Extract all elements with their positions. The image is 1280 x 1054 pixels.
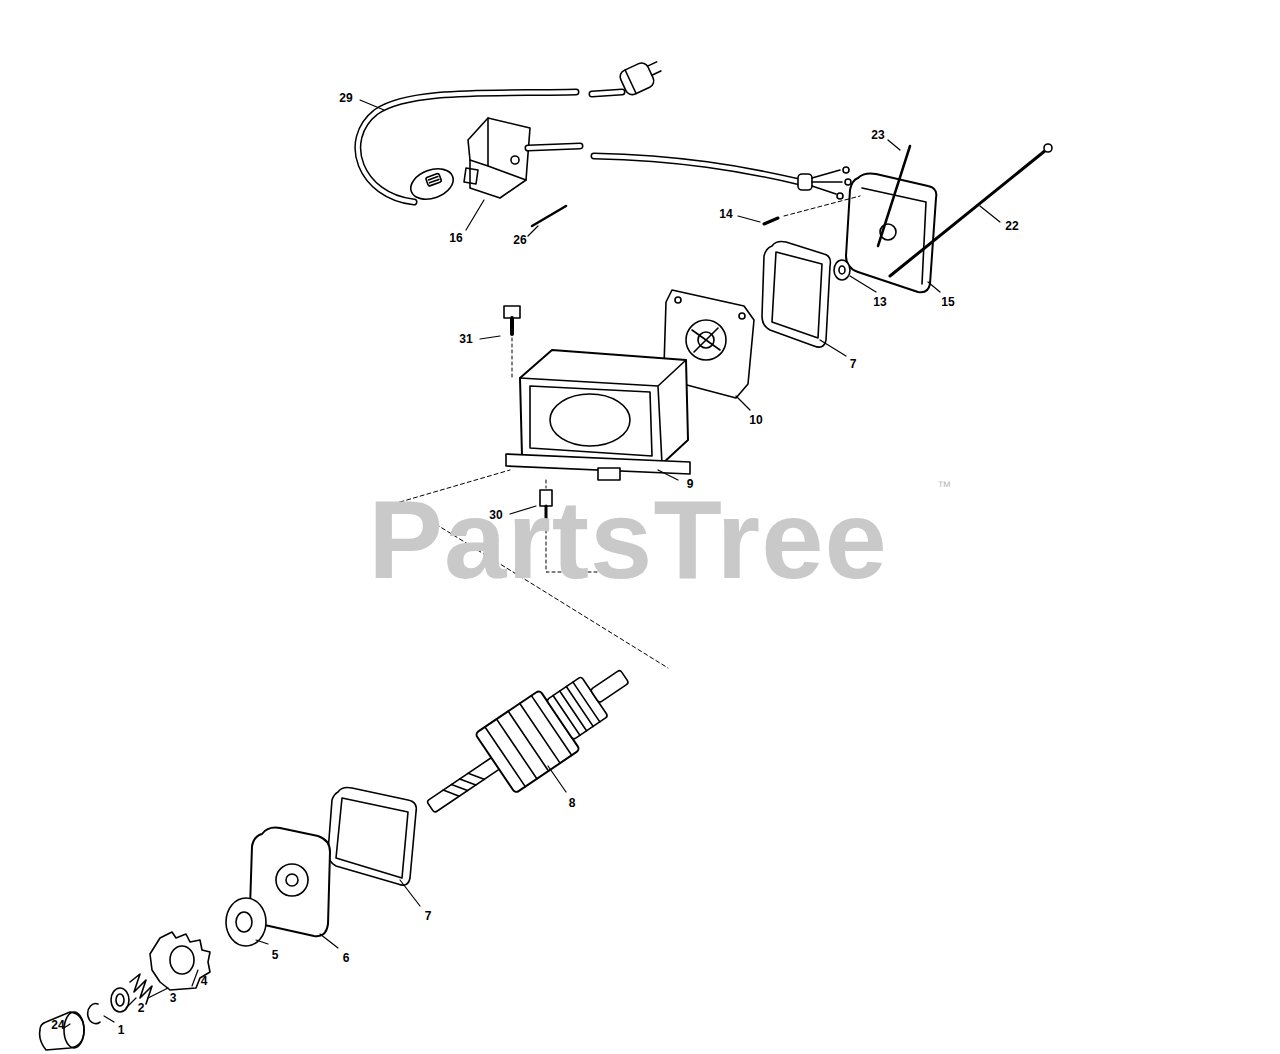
callout-number: 7 [425,910,432,922]
callout-number: 16 [449,232,462,244]
callout-number: 29 [339,92,352,104]
callout-number: 10 [749,414,762,426]
callout-number: 22 [1005,220,1018,232]
callout-number: 13 [873,296,886,308]
callout-number: 4 [201,975,208,987]
callout-number: 6 [343,952,350,964]
callout-number: 26 [513,234,526,246]
callout-number: 31 [459,333,472,345]
callout-number: 2 [138,1002,145,1014]
callout-number: 14 [719,208,732,220]
trademark-symbol: ™ [937,479,951,493]
callout-number: 24 [51,1019,64,1031]
callout-number: 15 [941,296,954,308]
callout-number: 1 [118,1024,125,1036]
callout-number: 7 [850,358,857,370]
callout-number: 23 [871,129,884,141]
callout-number: 8 [569,797,576,809]
callout-number: 5 [272,949,279,961]
watermark: PartsTree [368,484,888,596]
callout-number: 3 [170,992,177,1004]
